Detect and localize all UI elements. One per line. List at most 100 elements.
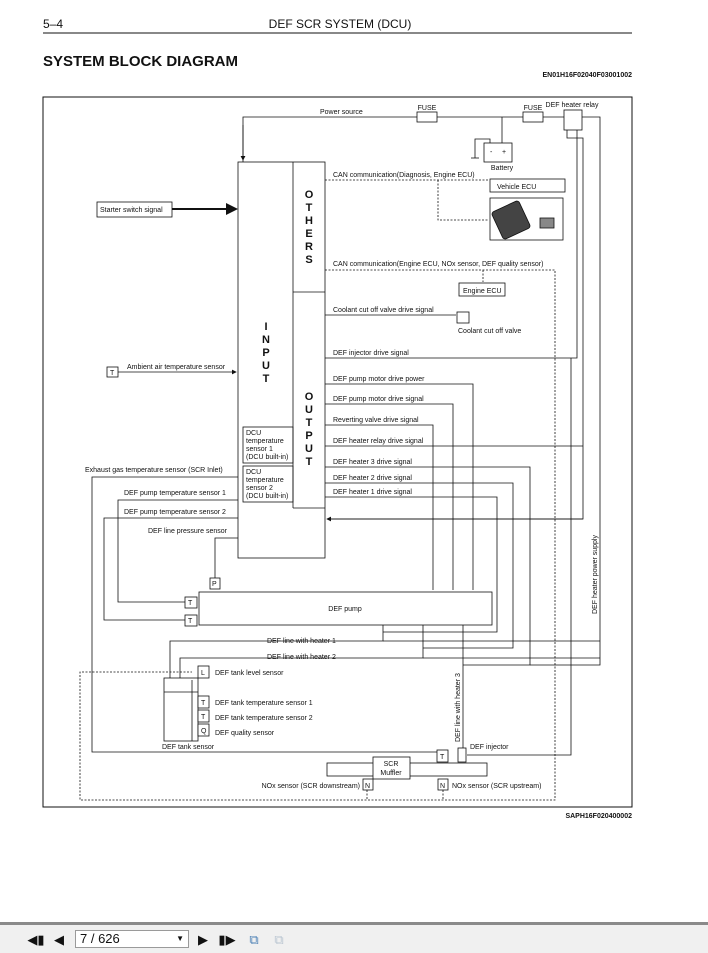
label-starter-switch: Starter switch signal [100, 207, 163, 214]
next-page-icon: ▶ [198, 932, 208, 947]
back-view-button[interactable]: ⧉ [245, 931, 263, 949]
label-scr: SCR [384, 761, 399, 768]
label-pump-power: DEF pump motor drive power [333, 376, 425, 383]
label-tank-temp-1: DEF tank temperature sensor 1 [215, 700, 313, 707]
forward-view-button[interactable]: ⧉ [270, 931, 288, 949]
first-page-icon: ◀▮ [27, 932, 45, 947]
nox-down-symbol: N [365, 783, 370, 790]
page-selector[interactable]: 7 / 626 ▼ [75, 930, 189, 948]
label-can-engine: CAN communication(Engine ECU, NOx sensor… [333, 261, 543, 268]
label-line-heater-1: DEF line with heater 1 [267, 638, 336, 645]
label-reverting: Reverting valve drive signal [333, 417, 419, 424]
label-pump-temp-2: DEF pump temperature sensor 2 [124, 509, 226, 516]
svg-text:T: T [263, 373, 270, 385]
svg-text:P: P [262, 347, 269, 359]
label-heater-relay-signal: DEF heater relay drive signal [333, 438, 424, 445]
system-block-diagram [42, 96, 633, 808]
label-vehicle-ecu: Vehicle ECU [497, 184, 536, 191]
label-can-diagnosis: CAN communication(Diagnosis, Engine ECU) [333, 172, 475, 179]
diagram-labels: Power source FUSE FUSE DEF heater relay … [85, 102, 599, 790]
label-fuse-1: FUSE [418, 105, 437, 112]
pdf-page: 5–4 DEF SCR SYSTEM (DCU) SYSTEM BLOCK DI… [42, 17, 633, 820]
doc-code: EN01H16F02040F03001002 [542, 72, 632, 79]
forward-view-icon: ⧉ [274, 932, 284, 947]
label-pump-signal: DEF pump motor drive signal [333, 396, 424, 403]
label-ambient-sensor: Ambient air temperature sensor [127, 364, 226, 371]
input-vertical-label: I N P U T [262, 321, 270, 385]
label-muffler: Muffler [380, 770, 402, 777]
previous-page-button[interactable]: ◀ [50, 931, 68, 949]
next-page-button[interactable]: ▶ [194, 931, 212, 949]
svg-text:T: T [306, 417, 313, 429]
label-tank-temp-2: DEF tank temperature sensor 2 [215, 715, 313, 722]
battery-plus: + [502, 149, 506, 156]
nox-up-symbol: N [440, 783, 445, 790]
label-heater3-signal: DEF heater 3 drive signal [333, 459, 412, 466]
svg-text:S: S [305, 254, 312, 266]
label-heater1-signal: DEF heater 1 drive signal [333, 489, 412, 496]
svg-text:H: H [305, 215, 313, 227]
svg-text:E: E [305, 228, 312, 240]
svg-text:temperature: temperature [246, 477, 284, 484]
label-pump-temp-1: DEF pump temperature sensor 1 [124, 490, 226, 497]
label-quality-sensor: DEF quality sensor [215, 730, 275, 737]
svg-text:T: T [306, 456, 313, 468]
pdf-navigation-toolbar: ◀▮ ◀ 7 / 626 ▼ ▶ ▮▶ ⧉ ⧉ [0, 922, 708, 953]
label-heater-power-supply: DEF heater power supply [592, 535, 599, 614]
first-page-button[interactable]: ◀▮ [27, 931, 45, 949]
svg-text:U: U [305, 443, 313, 455]
label-nox-upstream: NOx sensor (SCR upstream) [452, 783, 541, 790]
page-title: SYSTEM BLOCK DIAGRAM [43, 53, 238, 70]
page-indicator: 7 / 626 [80, 931, 120, 946]
label-fuse-2: FUSE [524, 105, 543, 112]
others-vertical-label: O T H E R S [305, 189, 314, 266]
header-section-title: DEF SCR SYSTEM (DCU) [269, 17, 412, 31]
tank-t2-symbol: T [201, 714, 206, 721]
header-page-number: 5–4 [43, 17, 63, 31]
last-page-icon: ▮▶ [218, 932, 236, 947]
svg-text:O: O [305, 391, 314, 403]
svg-text:T: T [306, 202, 313, 214]
label-nox-downstream: NOx sensor (SCR downstream) [262, 783, 360, 790]
pump-t1-symbol: T [188, 600, 193, 607]
svg-text:R: R [305, 241, 313, 253]
svg-text:DCU: DCU [246, 430, 261, 437]
svg-text:O: O [305, 189, 314, 201]
scr-t-symbol: T [440, 754, 445, 761]
last-page-button[interactable]: ▮▶ [218, 931, 236, 949]
output-vertical-label: O U T P U T [305, 391, 314, 468]
tank-t1-symbol: T [201, 700, 206, 707]
svg-text:N: N [262, 334, 270, 346]
dcu-temp-sensor-2: DCU temperature sensor 2 (DCU built-in) [246, 469, 288, 500]
label-tank-sensor: DEF tank sensor [162, 744, 215, 751]
svg-text:I: I [264, 321, 267, 333]
label-line-heater-3: DEF line with heater 3 [455, 673, 462, 742]
label-line-pressure: DEF line pressure sensor [148, 528, 228, 535]
svg-text:(DCU built-in): (DCU built-in) [246, 454, 288, 461]
tank-l-symbol: L [201, 670, 205, 677]
svg-text:DCU: DCU [246, 469, 261, 476]
svg-text:sensor 1: sensor 1 [246, 446, 273, 453]
label-line-heater-2: DEF line with heater 2 [267, 654, 336, 661]
dcu-temp-sensor-1: DCU temperature sensor 1 (DCU built-in) [246, 430, 288, 461]
figure-code: SAPH16F020400002 [565, 813, 632, 820]
label-battery: Battery [491, 165, 514, 172]
label-def-injector: DEF injector [470, 744, 509, 751]
label-power-source: Power source [320, 109, 363, 116]
label-def-heater-relay: DEF heater relay [546, 102, 599, 109]
svg-text:sensor 2: sensor 2 [246, 485, 273, 492]
chevron-down-icon: ▼ [176, 934, 184, 943]
pressure-p-symbol: P [212, 581, 217, 588]
label-heater2-signal: DEF heater 2 drive signal [333, 475, 412, 482]
svg-text:U: U [262, 360, 270, 372]
svg-text:P: P [305, 430, 312, 442]
svg-text:U: U [305, 404, 313, 416]
label-engine-ecu: Engine ECU [463, 288, 502, 295]
label-def-pump: DEF pump [328, 606, 362, 613]
label-injector-signal: DEF injector drive signal [333, 350, 409, 357]
ambient-t-symbol: T [110, 370, 115, 377]
svg-text:temperature: temperature [246, 438, 284, 445]
battery-minus: - [490, 149, 493, 156]
svg-text:(DCU built-in): (DCU built-in) [246, 493, 288, 500]
back-view-icon: ⧉ [249, 932, 259, 947]
